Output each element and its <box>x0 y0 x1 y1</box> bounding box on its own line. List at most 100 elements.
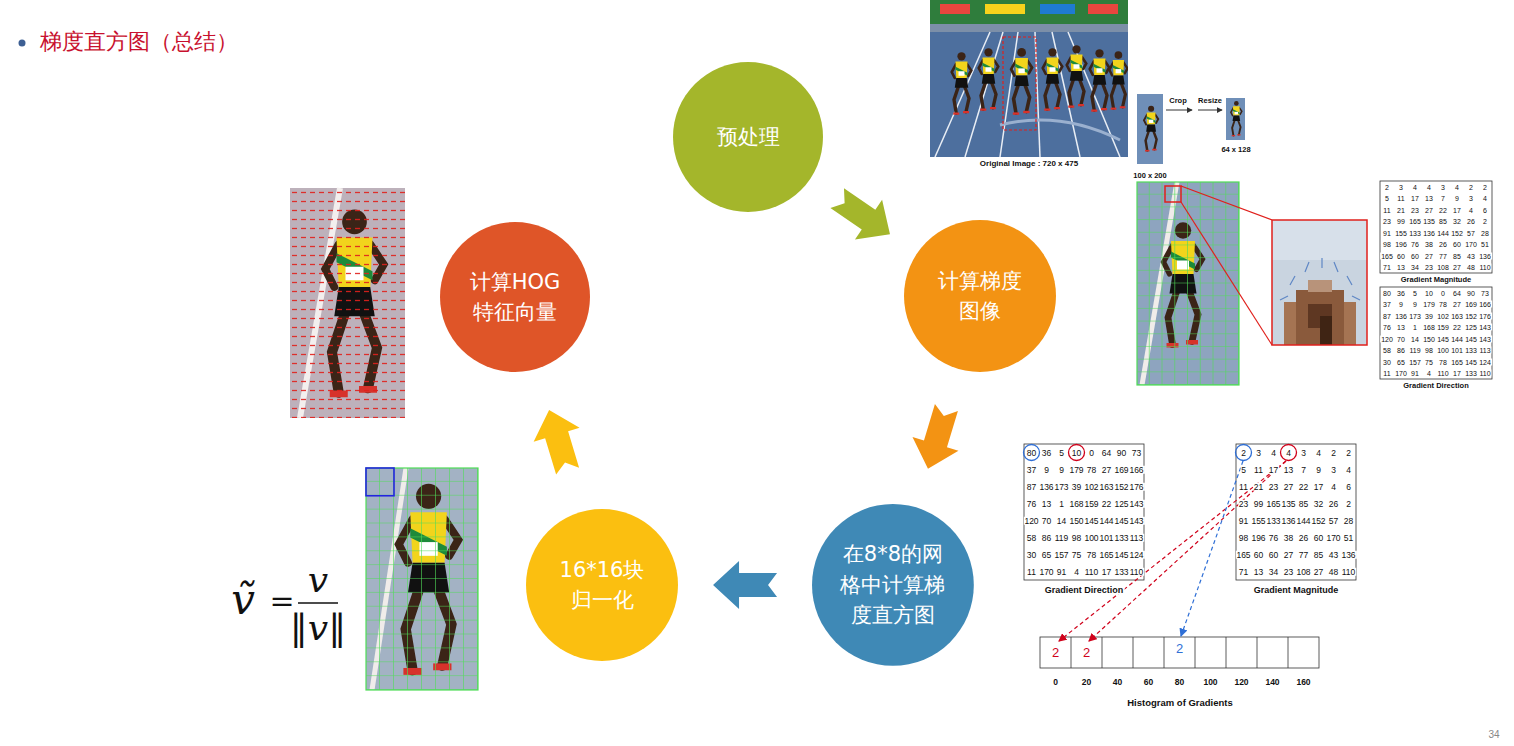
circle-fill <box>673 62 823 212</box>
matrix-cell: 2 <box>1240 448 1247 457</box>
matrix-cell: 9 <box>1412 301 1418 308</box>
matrix-cell: 168 <box>1422 324 1436 331</box>
step-label: 在8*8的网 格中计算梯 度直方图 <box>830 539 956 630</box>
matrix-cell: 102 <box>1083 482 1099 491</box>
matrix-caption: Gradient Direction <box>1403 382 1468 390</box>
matrix-cell: 85 <box>1438 218 1448 225</box>
bin-label: 20 <box>1082 678 1091 687</box>
matrix-cell: 2 <box>1384 183 1390 190</box>
matrix-cell: 170 <box>1394 370 1408 377</box>
circle-shape <box>440 222 590 372</box>
matrix-cell: 100 <box>1436 347 1450 354</box>
matrix-cell: 26 <box>1298 533 1309 542</box>
matrix-cell: 173 <box>1408 312 1422 319</box>
matrix-cell: 4 <box>1426 183 1432 190</box>
matrix-cell: 119 <box>1408 347 1421 354</box>
flow-arrow <box>830 188 890 239</box>
matrix-cell: 28 <box>1343 516 1354 525</box>
matrix-cell: 17 <box>1268 465 1279 474</box>
matrix-cell: 108 <box>1436 264 1450 271</box>
matrix-cell: 65 <box>1396 358 1406 365</box>
matrix-cell: 133 <box>1464 347 1478 354</box>
matrix-cell: 23 <box>1268 482 1279 491</box>
matrix-cell: 77 <box>1438 252 1448 259</box>
flow-arrow <box>534 410 580 475</box>
matrix-cell: 133 <box>1408 229 1422 236</box>
matrix-cell: 86 <box>1041 533 1052 542</box>
matrix-cell: 176 <box>1128 482 1144 491</box>
circle-shape <box>526 509 678 661</box>
matrix-cell: 90 <box>1116 448 1127 457</box>
matrix-caption: Gradient Magnitude <box>1253 586 1340 595</box>
matrix-cell: 2 <box>1468 183 1474 190</box>
matrix-cell: 110 <box>1084 567 1100 576</box>
matrix-cell: 21 <box>1253 482 1264 491</box>
matrix-cell: 165 <box>1450 358 1464 365</box>
matrix-cell: 144 <box>1450 335 1464 342</box>
matrix-cell: 170 <box>1325 533 1341 542</box>
matrix-cell: 98 <box>1424 347 1434 354</box>
matrix-cell: 108 <box>1295 567 1311 576</box>
matrix-cell: 13 <box>1283 465 1294 474</box>
matrix-cell: 155 <box>1394 229 1408 236</box>
matrix-cell: 38 <box>1283 533 1294 542</box>
matrix-cell: 5 <box>1058 448 1065 457</box>
matrix-cell: 145 <box>1113 550 1129 559</box>
matrix-cell: 165 <box>1098 550 1114 559</box>
matrix-cell: 17 <box>1452 206 1462 213</box>
circle-fill <box>904 220 1056 372</box>
matrix-cell: 90 <box>1466 289 1476 296</box>
matrix-cell: 27 <box>1101 465 1112 474</box>
matrix-cell: 2 <box>1482 218 1488 225</box>
step-circle: 预处理 <box>673 62 823 212</box>
matrix-cell: 13 <box>1424 195 1434 202</box>
matrix-cell: 75 <box>1071 550 1082 559</box>
matrix-cell: 11 <box>1026 567 1037 576</box>
matrix-cell: 60 <box>1396 252 1406 259</box>
matrix-cell: 22 <box>1452 324 1462 331</box>
matrix-cell: 157 <box>1408 358 1422 365</box>
matrix-cell: 48 <box>1328 567 1339 576</box>
matrix-cell: 64 <box>1101 448 1112 457</box>
matrix-cell: 85 <box>1313 550 1324 559</box>
matrix-cell: 159 <box>1436 324 1450 331</box>
matrix-cell: 32 <box>1452 218 1462 225</box>
image-caption: 100 x 200 <box>1133 172 1166 180</box>
matrix-cell: 2 <box>1330 448 1337 457</box>
matrix-cell: 1 <box>1412 324 1418 331</box>
step-circle: 计算HOG 特征向量 <box>440 222 590 372</box>
matrix-cell: 4 <box>1454 183 1460 190</box>
bullet-dot <box>19 40 26 47</box>
matrix-cell: 17 <box>1313 482 1324 491</box>
matrix-cell: 4 <box>1468 206 1474 213</box>
matrix-cell: 0 <box>1440 289 1446 296</box>
circle-fill <box>812 504 974 666</box>
matrix-cell: 4 <box>1285 448 1292 457</box>
flow-arrow <box>912 404 958 469</box>
matrix-cell: 169 <box>1464 301 1478 308</box>
matrix-cell: 87 <box>1026 482 1037 491</box>
matrix-cell: 110 <box>1478 370 1491 377</box>
matrix-cell: 3 <box>1255 448 1262 457</box>
matrix-cell: 39 <box>1424 312 1434 319</box>
matrix-cell: 10 <box>1424 289 1434 296</box>
matrix-cell: 143 <box>1478 335 1492 342</box>
page-number: 34 <box>1488 730 1499 740</box>
matrix-cell: 36 <box>1041 448 1052 457</box>
matrix-cell: 60 <box>1268 550 1279 559</box>
matrix-cell: 4 <box>1426 370 1432 377</box>
matrix-cell: 110 <box>1129 567 1145 576</box>
matrix-cell: 145 <box>1464 358 1478 365</box>
matrix-cell: 157 <box>1053 550 1069 559</box>
matrix-cell: 57 <box>1328 516 1339 525</box>
matrix-cell: 2 <box>1345 448 1352 457</box>
matrix-cell: 9 <box>1454 195 1460 202</box>
matrix-cell: 26 <box>1466 218 1476 225</box>
matrix-cell: 13 <box>1041 499 1052 508</box>
matrix-cell: 51 <box>1343 533 1354 542</box>
matrix-cell: 22 <box>1438 206 1448 213</box>
matrix-cell: 34 <box>1268 567 1279 576</box>
matrix-cell: 7 <box>1440 195 1446 202</box>
step-label: 计算HOG 特征向量 <box>454 267 577 328</box>
matrix-cell: 3 <box>1398 183 1404 190</box>
